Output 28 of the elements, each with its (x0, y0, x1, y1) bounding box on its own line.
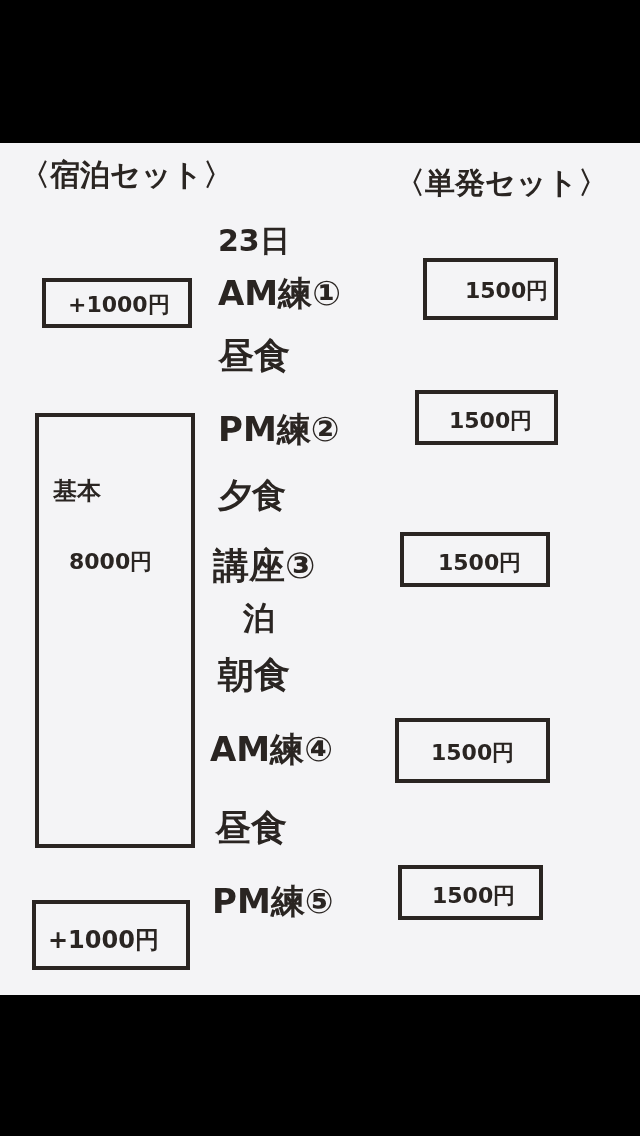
price-text: 1500円 (431, 739, 515, 767)
box-heading: 基本 (53, 476, 101, 507)
schedule-item: 23日 (218, 226, 290, 256)
price-box (423, 258, 558, 320)
section-heading: 〈単発セット〉 (395, 168, 608, 198)
schedule-item: 昼食 (218, 338, 290, 374)
schedule-item: AM練① (218, 276, 341, 310)
price-text: +1000円 (48, 925, 159, 956)
price-text: 8000円 (69, 548, 153, 576)
price-box (415, 390, 558, 445)
schedule-item: PM練⑤ (212, 884, 334, 918)
price-box (32, 900, 190, 970)
schedule-item: 講座③ (213, 548, 316, 584)
schedule-item: AM練④ (210, 732, 333, 766)
price-box (42, 278, 192, 328)
schedule-item: 泊 (243, 602, 275, 634)
price-text: 1500円 (432, 882, 516, 910)
schedule-item: PM練② (218, 412, 340, 446)
price-text: 1500円 (438, 549, 522, 577)
section-heading: 〈宿泊セット〉 (20, 160, 233, 190)
price-box (398, 865, 543, 920)
price-text: +1000円 (68, 291, 170, 319)
price-box (395, 718, 550, 783)
price-box (400, 532, 550, 587)
price-text: 1500円 (465, 277, 549, 305)
price-text: 1500円 (449, 407, 533, 435)
price-box (35, 413, 195, 848)
schedule-item: 昼食 (215, 810, 287, 846)
